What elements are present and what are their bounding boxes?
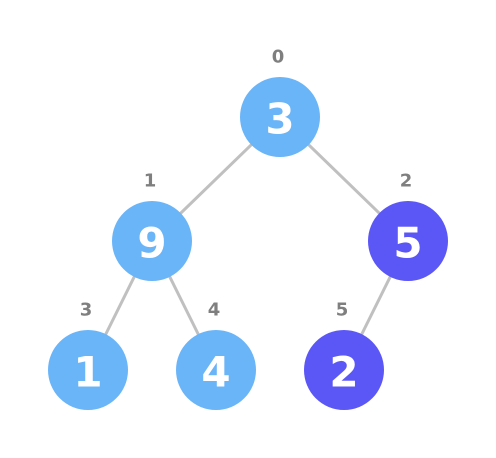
tree-node-circle: [176, 330, 256, 410]
tree-node-circle: [112, 201, 192, 281]
tree-node-value: 1: [73, 348, 102, 397]
tree-node-index-label: 5: [336, 300, 349, 321]
tree-node-circle: [368, 201, 448, 281]
tree-node-circle: [240, 77, 320, 157]
tree-node-value: 3: [265, 95, 294, 144]
tree-node-index-label: 2: [400, 171, 413, 192]
tree-node-index-label: 3: [80, 300, 93, 321]
tree-node-value: 2: [329, 348, 358, 397]
tree-node-3: 13: [48, 300, 128, 410]
tree-node-value: 9: [137, 219, 166, 268]
tree-node-index-label: 0: [272, 47, 285, 68]
tree-node-index-label: 1: [144, 171, 157, 192]
tree-node-circle: [48, 330, 128, 410]
tree-node-1: 91: [112, 171, 192, 281]
tree-node-index-label: 4: [208, 300, 221, 321]
tree-node-value: 5: [393, 219, 422, 268]
tree-node-0: 30: [240, 47, 320, 157]
tree-node-2: 52: [368, 171, 448, 281]
tree-node-5: 25: [304, 300, 384, 410]
tree-node-circle: [304, 330, 384, 410]
tree-node-value: 4: [201, 348, 230, 397]
tree-node-4: 44: [176, 300, 256, 410]
